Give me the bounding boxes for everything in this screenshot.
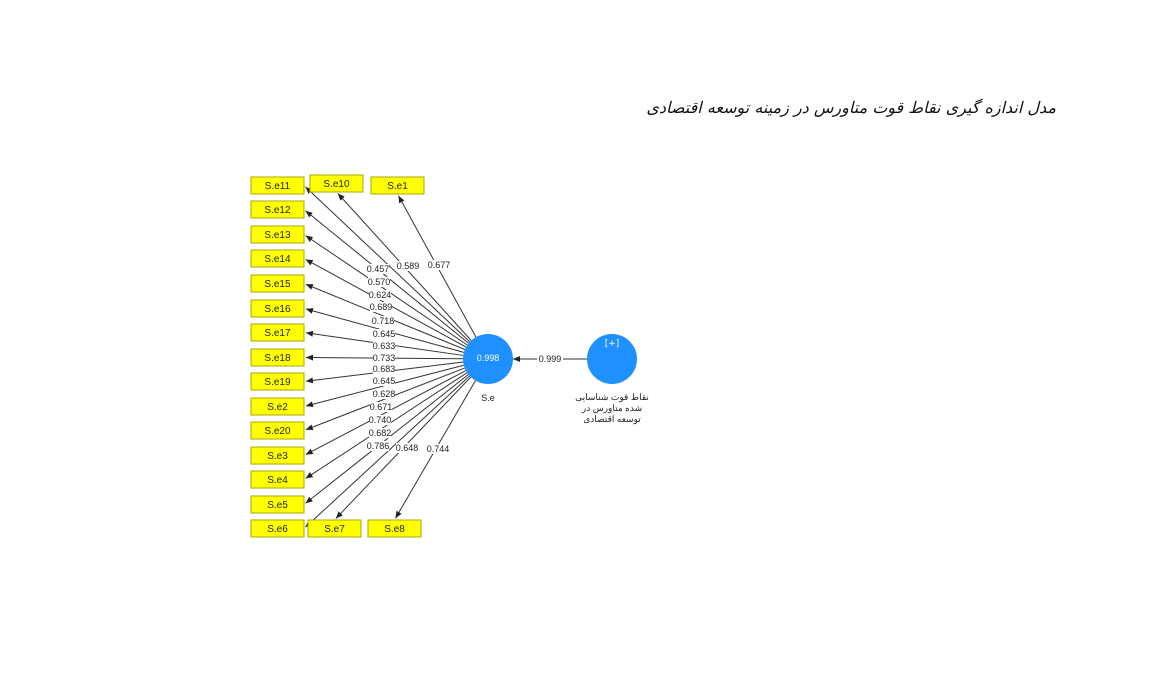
loading-value-se14: 0.689: [370, 302, 393, 312]
loading-bg-se1: [428, 260, 450, 270]
indicator-label-se1: S.e1: [387, 181, 408, 192]
source-construct-label-line-2: شده متاورس در: [581, 403, 642, 414]
indicator-box-se13[interactable]: [250, 225, 305, 244]
source-construct-node[interactable]: [587, 334, 637, 384]
loading-bg-se11: [367, 264, 389, 274]
loading-value-se8: 0.744: [427, 444, 450, 454]
construct-se-r2: 0.998: [477, 353, 500, 363]
loading-bg-se18: [373, 353, 395, 363]
indicator-label-se5: S.e5: [267, 500, 288, 511]
indicator-box-se18[interactable]: [250, 348, 305, 367]
indicator-label-se10: S.e10: [323, 179, 350, 190]
loading-bg-se20: [373, 389, 395, 399]
expand-plus-icon[interactable]: [+]: [605, 339, 620, 349]
indicator-box-se17[interactable]: [250, 323, 305, 342]
loading-bg-se10: [397, 261, 419, 271]
construct-se-node[interactable]: [463, 334, 513, 384]
loading-value-se6: 0.786: [367, 441, 390, 451]
loading-bg-se5: [369, 428, 391, 438]
construct-se-label: S.e: [481, 393, 495, 403]
path-coefficient-bg: [537, 353, 563, 365]
indicator-label-se15: S.e15: [264, 279, 291, 290]
loading-bg-se16: [373, 329, 395, 339]
indicator-box-se14[interactable]: [250, 249, 305, 268]
indicator-label-se16: S.e16: [264, 304, 291, 315]
indicator-box-se20[interactable]: [250, 421, 305, 440]
indicator-label-se18: S.e18: [264, 353, 291, 364]
indicator-label-se6: S.e6: [267, 524, 288, 535]
loading-bg-se17: [373, 341, 395, 351]
indicator-label-se7: S.e7: [324, 524, 345, 535]
loading-value-se7: 0.648: [396, 443, 419, 453]
loading-bg-se15: [372, 316, 394, 326]
indicator-label-se11: S.e11: [265, 181, 291, 192]
loadings-layer: 0.457 0.589 0.677 0.570 0.624 0.689 0.718 0.645…: [367, 260, 451, 454]
indicator-box-se8[interactable]: [367, 519, 422, 538]
loading-value-se11: 0.457: [367, 264, 390, 274]
indicator-box-se4[interactable]: [250, 470, 305, 489]
loading-value-se2: 0.645: [373, 376, 396, 386]
indicator-box-se2[interactable]: [250, 397, 305, 416]
indicator-box-se19[interactable]: [250, 372, 305, 391]
path-coefficient: 0.999: [539, 354, 562, 364]
indicator-label-se14: S.e14: [264, 254, 291, 265]
loading-value-se17: 0.633: [373, 341, 396, 351]
loading-value-se5: 0.682: [369, 428, 392, 438]
indicator-label-se13: S.e13: [264, 230, 291, 241]
indicator-label-se4: S.e4: [267, 475, 288, 486]
indicator-box-se10[interactable]: [309, 174, 364, 193]
indicator-box-se6[interactable]: [250, 519, 305, 538]
loading-bg-se14: [370, 302, 392, 312]
loading-bg-se2: [373, 376, 395, 386]
indicator-box-se1[interactable]: [370, 176, 425, 195]
indicator-label-se12: S.e12: [264, 205, 291, 216]
loading-value-se1: 0.677: [428, 260, 451, 270]
loading-value-se16: 0.645: [373, 329, 396, 339]
loading-value-se13: 0.624: [369, 290, 392, 300]
loading-bg-se13: [369, 290, 391, 300]
loading-arrow-se4: [305, 372, 468, 479]
loading-bg-se7: [396, 443, 418, 453]
loading-bg-se8: [427, 444, 449, 454]
loading-bg-se3: [370, 402, 392, 412]
indicator-label-se3: S.e3: [267, 451, 288, 462]
loading-bg-se6: [367, 441, 389, 451]
indicators-layer: S.e11 S.e10 S.e1S.e12S.e13S.e14S.e15S.e16S…: [250, 174, 425, 538]
indicator-label-se19: S.e19: [264, 377, 291, 388]
indicator-label-se2: S.e2: [267, 402, 288, 413]
indicator-box-se11[interactable]: [250, 176, 305, 195]
indicator-box-se12[interactable]: [250, 200, 305, 219]
page-title: مدل اندازه گیری نقاط قوت متاورس در زمینه…: [646, 98, 1056, 117]
loading-bg-se19: [373, 364, 395, 374]
loading-value-se12: 0.570: [368, 277, 391, 287]
source-construct-label-line-3: توسعه اقتصادی: [583, 414, 641, 425]
loading-arrow-se3: [305, 370, 467, 456]
source-construct-label-line-1: نقاط قوت شناسایی: [575, 392, 649, 403]
loading-arrow-se12: [305, 210, 469, 344]
loading-value-se19: 0.683: [373, 364, 396, 374]
indicator-box-se15[interactable]: [250, 274, 305, 293]
indicator-label-se17: S.e17: [264, 328, 291, 339]
loading-value-se20: 0.628: [373, 389, 396, 399]
loading-arrow-se6: [305, 375, 470, 528]
indicator-box-se16[interactable]: [250, 299, 305, 318]
loading-value-se10: 0.589: [397, 261, 420, 271]
indicator-label-se8: S.e8: [384, 524, 405, 535]
loading-bg-se4: [369, 415, 391, 425]
indicator-box-se3[interactable]: [250, 446, 305, 465]
indicator-box-se7[interactable]: [307, 519, 362, 538]
indicator-box-se5[interactable]: [250, 495, 305, 514]
loading-value-se4: 0.740: [369, 415, 392, 425]
indicator-label-se20: S.e20: [264, 426, 291, 437]
loading-value-se18: 0.733: [373, 353, 396, 363]
loading-value-se15: 0.718: [372, 316, 395, 326]
loading-bg-se12: [368, 277, 390, 287]
loading-arrow-se5: [305, 374, 469, 504]
loading-value-se3: 0.671: [370, 402, 393, 412]
